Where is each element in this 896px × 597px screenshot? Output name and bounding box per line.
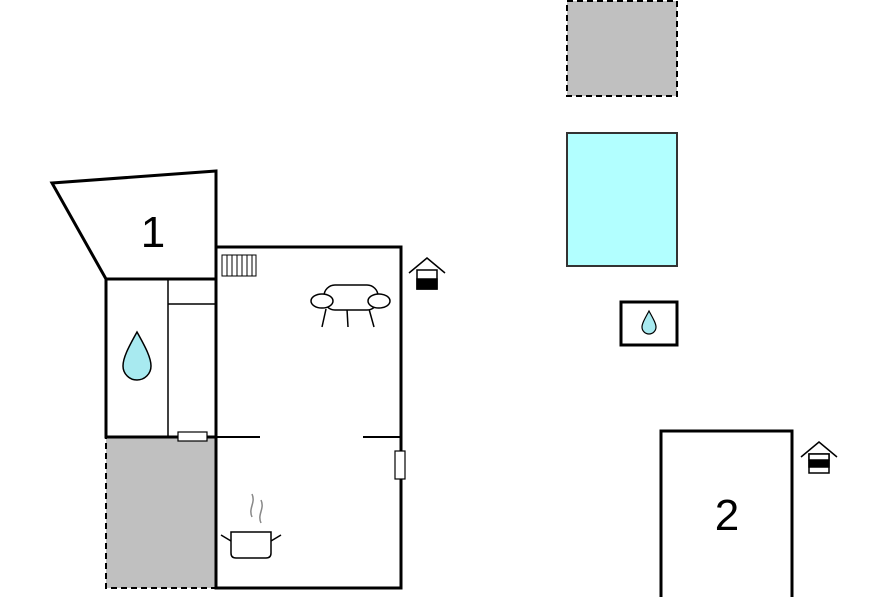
water-drop-icon [641, 309, 657, 335]
door-right [394, 450, 406, 480]
hot-tub [619, 300, 679, 347]
building-2 [659, 429, 794, 597]
room-label-1: 1 [141, 208, 165, 257]
pool [566, 132, 678, 267]
house-icon [408, 257, 446, 290]
door-bottom-left [177, 431, 208, 442]
bathroom [104, 277, 218, 439]
house-icon [800, 441, 838, 474]
sofa-icon [310, 284, 391, 328]
water-drop-icon [122, 330, 152, 381]
terrace-bottom-left [105, 436, 217, 589]
room-1 [49, 169, 218, 281]
radiator-icon [221, 254, 257, 277]
cooking-pot-icon [220, 493, 282, 559]
room-label-2: 2 [715, 491, 739, 540]
terrace-top-right [566, 0, 678, 97]
